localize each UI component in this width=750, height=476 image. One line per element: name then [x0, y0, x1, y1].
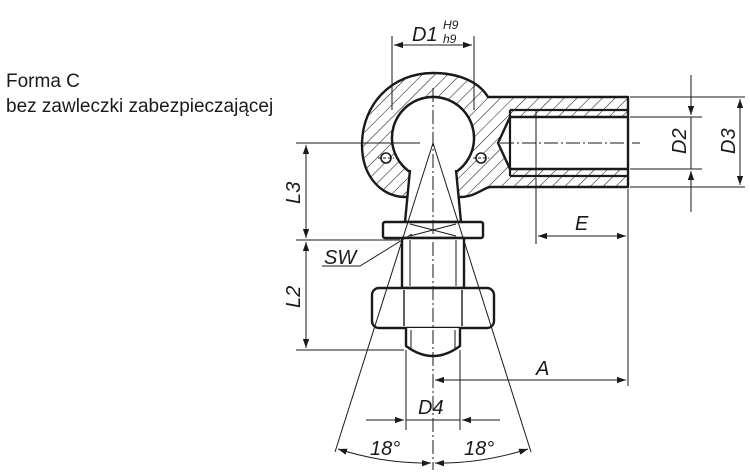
label-d2: D2 [669, 128, 691, 154]
label-e: E [575, 213, 589, 235]
caption-form: Forma C [6, 71, 80, 92]
swivel-angle-lines [334, 142, 532, 453]
label-d1-tol-upper: H9 [443, 18, 459, 32]
center-lines [432, 88, 640, 470]
label-l2: L2 [283, 286, 305, 308]
label-angle-left: 18° [370, 438, 400, 460]
dimension-lines [296, 36, 745, 467]
ball-stud [370, 169, 496, 358]
label-a: A [535, 358, 549, 380]
label-d1: D1 [412, 24, 438, 46]
caption-description: bez zawleczki zabezpieczającej [6, 96, 274, 117]
label-sw: SW [324, 247, 358, 269]
label-d1-tol-lower: h9 [443, 32, 457, 46]
label-d4: D4 [418, 397, 444, 419]
label-l3: L3 [283, 182, 305, 204]
label-d3: D3 [718, 128, 740, 154]
dimension-labels: D1 H9 h9 D2 D3 E L3 L2 SW A D4 18° 18° [283, 18, 740, 460]
retainer-bores [378, 152, 489, 164]
label-angle-right: 18° [464, 438, 494, 460]
